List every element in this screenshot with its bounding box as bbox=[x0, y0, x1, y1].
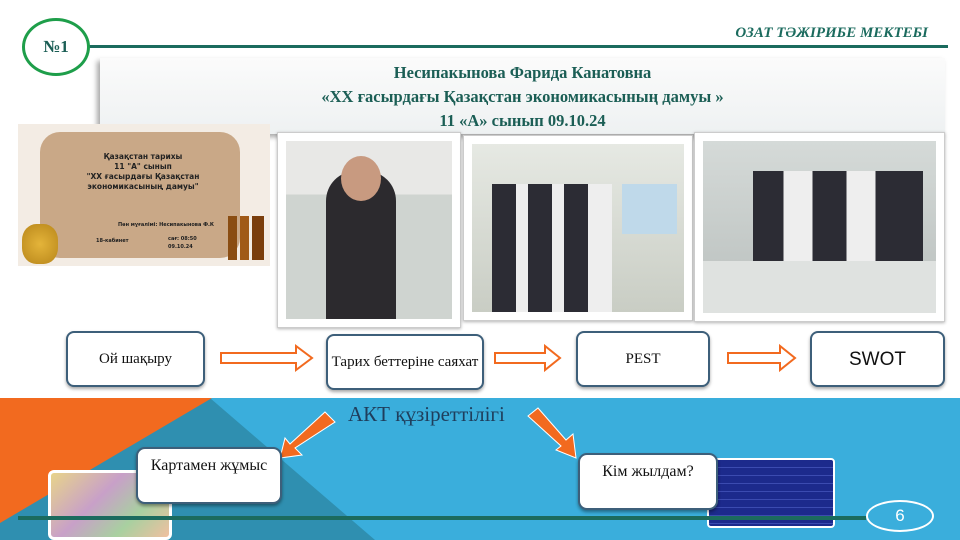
arrow-down-left-icon bbox=[279, 411, 336, 459]
photo-classroom bbox=[694, 132, 945, 322]
arrow-right-icon bbox=[727, 343, 797, 373]
map-work-callout: Картамен жұмыс bbox=[136, 447, 282, 504]
card-date: 09.10.24 bbox=[168, 244, 193, 250]
card-teacher: Пән мұғалімі: Несипакынова Ф.К bbox=[118, 222, 215, 228]
card-topic: "XX ғасырдағы Қазақстан экономикасының д… bbox=[86, 172, 200, 191]
header-divider bbox=[88, 45, 948, 48]
arrow-down-right-icon bbox=[527, 407, 577, 459]
footer-divider bbox=[18, 516, 866, 520]
page-number: 6 bbox=[866, 500, 934, 532]
coins-icon bbox=[22, 224, 58, 264]
bar-chart-icon bbox=[228, 216, 264, 260]
class-date: 11 «А» сынып 09.10.24 bbox=[439, 111, 606, 130]
card-subject: Қазақстан тарихы bbox=[103, 152, 183, 161]
ict-title: АКТ құзіреттілігі bbox=[348, 402, 505, 426]
card-class: 11 "А" сынып bbox=[114, 162, 172, 171]
title-box: Несипакынова Фарида Канатовна «XX ғасырд… bbox=[100, 58, 945, 134]
flow-step-swot: SWOT bbox=[810, 331, 945, 387]
card-room: 18-кабинет bbox=[96, 238, 129, 244]
flow-step-history-journey: Тарих беттеріне саяхат bbox=[326, 334, 484, 390]
slide-badge: №1 bbox=[22, 18, 90, 76]
teacher-name: Несипакынова Фарида Канатовна bbox=[393, 63, 652, 82]
photo-students-presenting bbox=[463, 135, 693, 321]
photo-teacher bbox=[277, 132, 461, 328]
arrow-right-icon bbox=[494, 343, 562, 373]
who-is-faster-callout: Кім жылдам? bbox=[578, 453, 718, 510]
arrow-right-icon bbox=[220, 344, 314, 372]
flow-step-brainstorm: Ой шақыру bbox=[66, 331, 205, 387]
lesson-title-card-image: Қазақстан тарихы 11 "А" сынып "XX ғасырд… bbox=[18, 124, 270, 266]
flow-step-pest: PEST bbox=[576, 331, 710, 387]
card-time: сағ: 08:50 bbox=[168, 236, 197, 242]
lesson-topic: «XX ғасырдағы Қазақстан экономикасының д… bbox=[321, 87, 724, 106]
school-name: ОЗАТ ТӘЖІРИБЕ МЕКТЕБІ bbox=[735, 25, 928, 41]
